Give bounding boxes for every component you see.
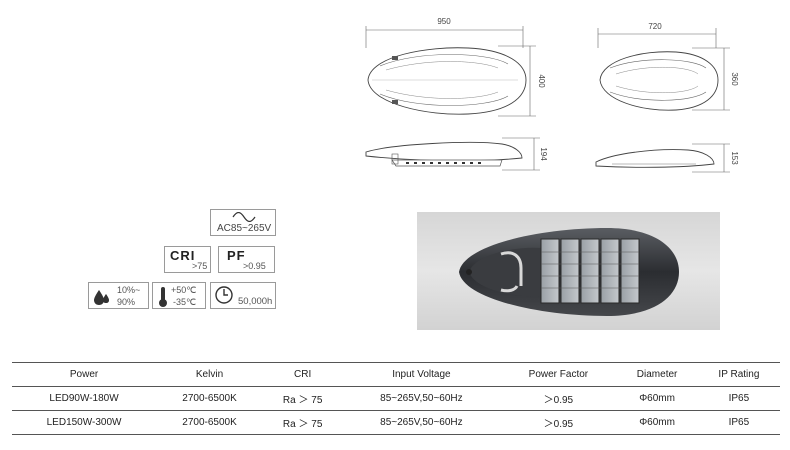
- large-side-view-drawing: 194: [362, 132, 552, 177]
- lifetime-value: 50,000h: [238, 296, 273, 307]
- clock-icon: [215, 286, 233, 304]
- table-header-row: Power Kelvin CRI Input Voltage Power Fac…: [12, 362, 780, 387]
- table-cell: IP65: [728, 393, 750, 404]
- table-cell: LED90W-180W: [49, 393, 119, 404]
- table-cell: ＞0.95: [543, 419, 574, 430]
- product-photo: [417, 212, 720, 330]
- table-cell: 85~265V,50~60Hz: [380, 393, 463, 404]
- small-width-label: 720: [648, 22, 662, 31]
- table-row: LED90W-180W 2700-6500K Ra ＞ 75 85~265V,5…: [12, 387, 780, 411]
- pf-spec-box: PF >0.95: [218, 246, 275, 273]
- large-width-label: 950: [437, 17, 451, 26]
- temperature-max: +50℃: [171, 285, 197, 295]
- table-cell: Ra ＞ 75: [282, 419, 323, 430]
- table-cell: Φ60mm: [639, 417, 675, 428]
- table-cell: Φ60mm: [639, 393, 675, 404]
- header-ip-rating: IP Rating: [718, 369, 760, 380]
- lifetime-spec-box: 50,000h: [210, 282, 276, 309]
- table-cell: 2700-6500K: [182, 393, 237, 404]
- header-power-factor: Power Factor: [528, 369, 589, 380]
- small-top-view-drawing: 720 360: [592, 18, 752, 118]
- table-cell: LED150W-300W: [46, 417, 122, 428]
- header-cri: CRI: [294, 369, 312, 380]
- cri-value: >75: [192, 261, 208, 271]
- cri-spec-box: CRI >75: [164, 246, 211, 273]
- table-cell: ＞0.95: [543, 395, 574, 406]
- thermometer-icon: [159, 287, 167, 307]
- humidity-range-bottom: 90%: [117, 297, 136, 307]
- voltage-value: AC85~265V: [217, 223, 272, 234]
- small-side-view-drawing: 153: [592, 138, 752, 178]
- table-cell: Ra ＞ 75: [282, 395, 323, 406]
- table-cell: IP65: [728, 417, 750, 428]
- pf-value: >0.95: [243, 261, 266, 271]
- small-height-label: 360: [730, 72, 739, 86]
- header-power: Power: [69, 369, 99, 380]
- header-kelvin: Kelvin: [195, 369, 224, 380]
- cri-label: CRI: [170, 248, 196, 263]
- table-row: LED150W-300W 2700-6500K Ra ＞ 75 85~265V,…: [12, 411, 780, 435]
- header-diameter: Diameter: [636, 369, 678, 380]
- small-side-height-label: 153: [730, 151, 739, 165]
- temperature-spec-box: +50℃ -35℃: [152, 282, 206, 309]
- water-drop-icon: [94, 290, 109, 305]
- large-top-view-drawing: 950 400: [358, 8, 558, 118]
- voltage-spec-box: AC85~265V: [210, 209, 276, 236]
- large-height-label: 400: [537, 74, 546, 88]
- table-cell: 2700-6500K: [182, 417, 237, 428]
- temperature-min: -35℃: [173, 297, 197, 307]
- pf-label: PF: [227, 248, 246, 263]
- specification-table: Power Kelvin CRI Input Voltage Power Fac…: [12, 362, 780, 435]
- header-input-voltage: Input Voltage: [392, 369, 451, 380]
- table-cell: 85~265V,50~60Hz: [380, 417, 463, 428]
- humidity-spec-box: 10%~ 90%: [88, 282, 149, 309]
- large-side-height-label: 194: [539, 147, 548, 161]
- ac-sine-wave-icon: [232, 212, 256, 222]
- humidity-range-top: 10%~: [117, 285, 141, 295]
